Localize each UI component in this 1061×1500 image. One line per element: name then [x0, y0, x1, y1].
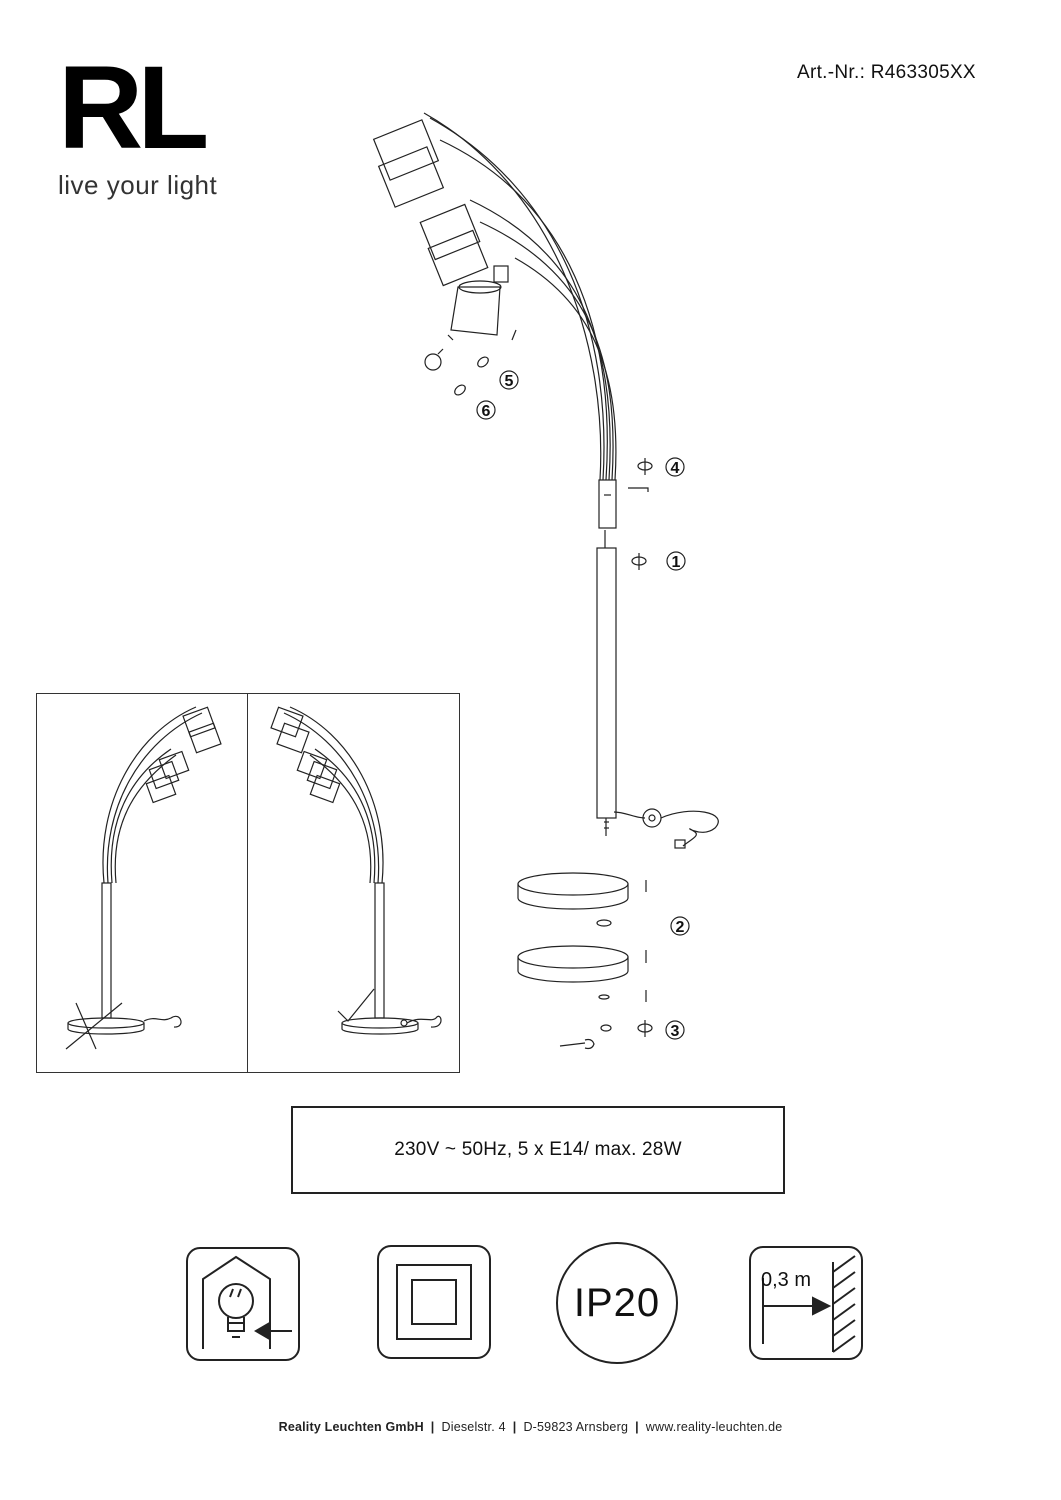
orientation-drawings: [65, 706, 442, 1050]
check-mark-icon: [337, 988, 375, 1022]
rotate-icon: [454, 329, 653, 1037]
comparison-divider: [247, 693, 248, 1073]
electrical-spec: 230V ~ 50Hz, 5 x E14/ max. 28W: [291, 1106, 785, 1194]
assembly-drawing: 4 1 2 3 5 6: [372, 112, 719, 1050]
power-cable: [613, 808, 719, 849]
min-distance-label: 0,3 m: [761, 1269, 811, 1291]
correct-setup: [270, 706, 442, 1035]
min-distance-icon: 0,3 m: [761, 1255, 856, 1353]
protection-class-ii-icon: [396, 1264, 472, 1340]
bulb-replaceable-symbol: [186, 1247, 300, 1361]
brand-logo: RL: [58, 42, 209, 174]
brand-tagline: live your light: [58, 170, 218, 200]
step-markers: 4 1 2 3 5 6: [476, 370, 690, 1040]
article-number: Art.-Nr.: R463305XX: [797, 62, 976, 83]
ip-rating-symbol: IP20: [556, 1242, 678, 1364]
lamp-arms: [423, 112, 617, 481]
bulb-replaceable-icon: [202, 1255, 292, 1349]
wrench-icon: [559, 1038, 595, 1050]
lamp-pole: [596, 479, 617, 836]
footer-company: Reality Leuchten GmbH: [278, 1420, 424, 1434]
footer: Reality Leuchten GmbH|Dieselstr. 4|D-598…: [278, 1420, 783, 1434]
step-6: 6: [482, 403, 491, 420]
lamp-shades: [372, 119, 509, 336]
base-plates: [517, 872, 647, 1032]
footer-website[interactable]: www.reality-leuchten.de: [645, 1420, 783, 1434]
bulb-icon: [424, 334, 454, 371]
cross-mark-icon: [65, 1002, 123, 1050]
step-5: 5: [505, 373, 514, 390]
footer-street: Dieselstr. 4: [441, 1420, 506, 1434]
step-3: 3: [671, 1023, 680, 1040]
incorrect-setup: [65, 706, 222, 1050]
min-distance-symbol: 0,3 m: [749, 1246, 863, 1360]
step-2: 2: [676, 919, 685, 936]
footer-city: D-59823 Arnsberg: [523, 1420, 629, 1434]
protection-class-symbol: [377, 1245, 491, 1359]
step-4: 4: [671, 460, 680, 477]
step-1: 1: [672, 554, 681, 571]
orientation-comparison: [36, 693, 460, 1073]
